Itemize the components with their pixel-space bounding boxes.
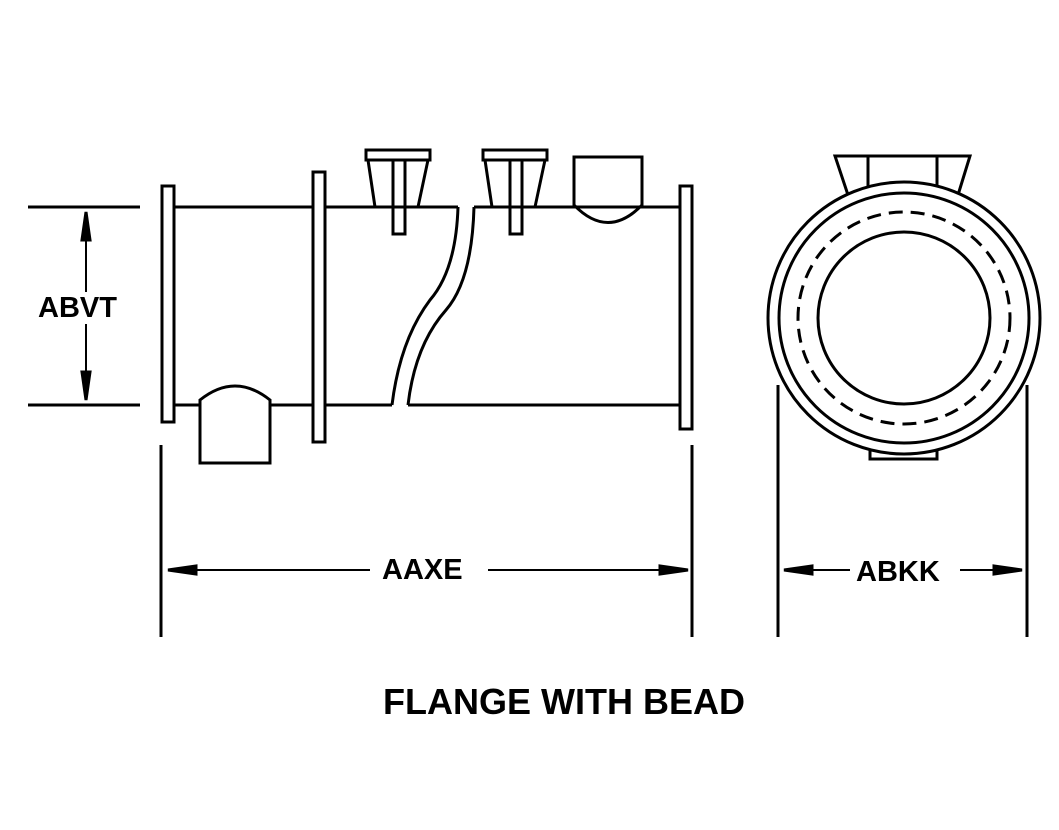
dimension-label-diameter: ABKK: [850, 556, 946, 588]
dimension-label-height: ABVT: [32, 292, 123, 324]
dimension-label-length: AAXE: [376, 554, 469, 586]
diagram-title: FLANGE WITH BEAD: [383, 681, 745, 722]
